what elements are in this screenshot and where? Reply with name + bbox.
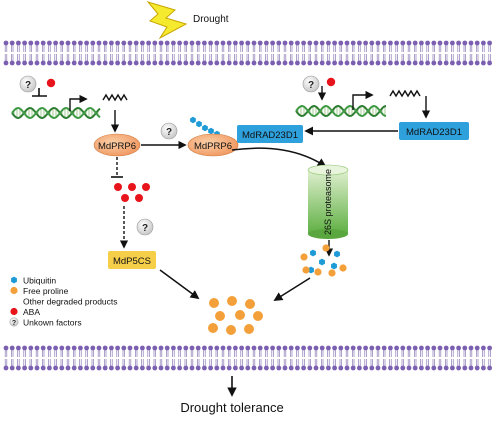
inhibition-line — [32, 88, 47, 97]
arrow-to-proteasome — [231, 147, 327, 167]
svg-text:MdPRP6: MdPRP6 — [98, 141, 136, 152]
unknown-factor-left: ? — [19, 75, 37, 93]
aba-dot-right — [326, 77, 336, 87]
degradation-products — [300, 242, 354, 277]
mdrad23d1-right-node: MdRAD23D1 — [399, 122, 469, 140]
drought-lightning-icon — [146, 1, 188, 40]
unknown-factor-lower: ? — [136, 218, 154, 236]
promoter-arrow-right — [352, 90, 374, 110]
aba-cluster — [114, 183, 150, 202]
mrna-left — [102, 93, 128, 102]
unknown-factor-right: ? — [302, 75, 320, 93]
legend-item: Ubiquitin — [11, 275, 56, 285]
top-membrane — [3, 40, 492, 66]
legend-label: Unkown factors — [23, 317, 82, 327]
aba-dot-icon — [10, 307, 18, 316]
dna-left — [11, 106, 101, 120]
svg-text:26S proteasome: 26S proteasome — [323, 169, 333, 235]
legend-label: Free proline — [23, 286, 69, 296]
mdp5cs-node: MdP5CS — [108, 251, 156, 269]
svg-text:?: ? — [166, 127, 172, 138]
svg-text:MdPRP6: MdPRP6 — [194, 141, 232, 152]
mrna-right — [389, 89, 421, 98]
svg-text:?: ? — [25, 80, 31, 91]
proline-dot-icon — [10, 286, 18, 295]
svg-text:?: ? — [12, 320, 16, 327]
proteasome-26s: 26S proteasome — [307, 164, 349, 239]
arrow-products-to-proline — [273, 277, 311, 301]
unknown-circle-icon: ? — [9, 317, 19, 327]
legend-item: ABA — [10, 307, 40, 317]
legend-label: ABA — [23, 307, 40, 317]
svg-text:MdRAD23D1: MdRAD23D1 — [406, 127, 462, 138]
legend-label: Other degraded products — [23, 296, 118, 306]
degraded-crescent-icon — [10, 299, 18, 305]
dna-right — [295, 104, 387, 118]
legend-label: Ubiquitin — [23, 275, 56, 285]
mdrad23d1-complex-node: MdRAD23D1 — [237, 125, 303, 143]
unknown-factor-middle: ? — [160, 122, 178, 140]
aba-dot — [46, 78, 56, 88]
ubiquitin-chain — [190, 116, 220, 138]
legend-item: Other degraded products — [10, 296, 118, 306]
ubiquitin-hexagon-icon — [11, 276, 17, 284]
bottom-membrane — [3, 345, 492, 371]
mdprp6-complex-node: MdPRP6 — [187, 133, 239, 157]
mdprp6-left-node: MdPRP6 — [93, 133, 141, 157]
svg-text:MdRAD23D1: MdRAD23D1 — [242, 130, 298, 141]
drought-label: Drought — [193, 14, 229, 25]
promoter-arrow-left — [69, 94, 88, 111]
svg-text:?: ? — [142, 223, 148, 234]
legend-item: ? Unkown factors — [9, 317, 82, 327]
free-proline-cluster — [208, 296, 263, 335]
drought-tolerance-label: Drought tolerance — [180, 400, 283, 415]
svg-text:?: ? — [308, 80, 314, 91]
arrow-mdp5cs-to-proline — [159, 269, 200, 300]
legend-item: Free proline — [10, 286, 69, 296]
svg-text:MdP5CS: MdP5CS — [113, 256, 151, 267]
